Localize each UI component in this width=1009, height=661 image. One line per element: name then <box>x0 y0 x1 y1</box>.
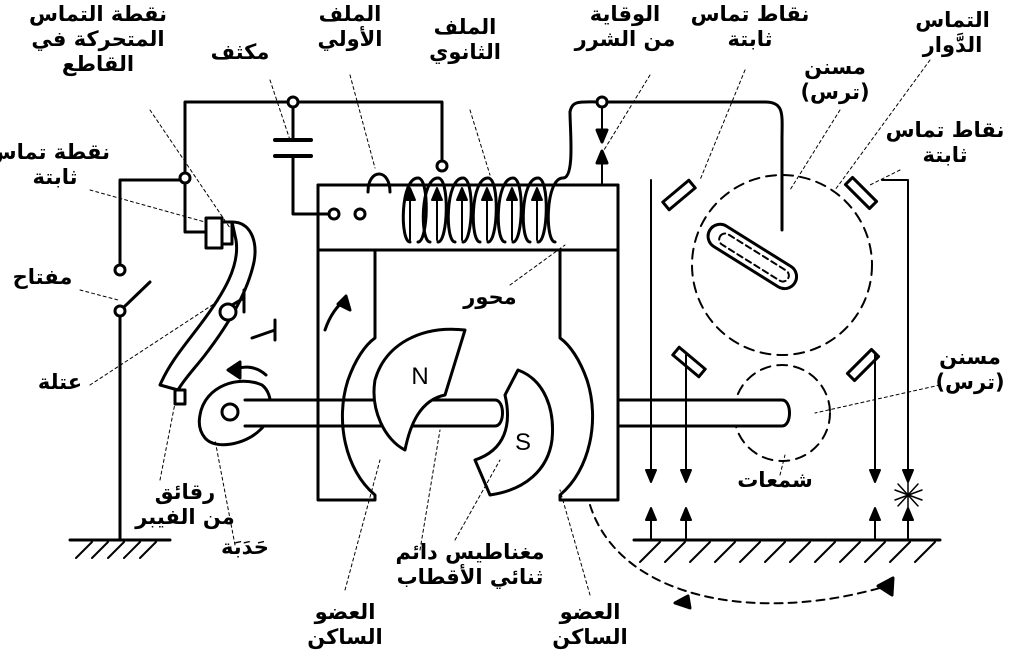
coil-arrows <box>404 187 543 241</box>
spark-icon <box>894 482 923 508</box>
stator-right <box>558 183 620 502</box>
label-fixed-contact-point: نقطة تماس ثابتة <box>0 140 110 189</box>
breaker-contacts <box>204 216 234 250</box>
leader-lines <box>79 59 941 596</box>
coil <box>353 110 573 244</box>
distributor-contacts <box>661 175 881 383</box>
label-gear-bottom: مسنن (ترس) <box>935 345 1005 394</box>
distributor-gear <box>691 174 873 356</box>
plug-leads <box>645 179 914 539</box>
label-fixed-contacts-top: نقاط تماس ثابتة <box>690 2 810 51</box>
label-fiber-block: رقائق من الفيبر <box>135 480 235 529</box>
rotation-arrow <box>589 504 891 605</box>
magnet-n <box>372 327 467 452</box>
pole-s-label: S <box>514 429 531 456</box>
ground-right <box>632 538 942 563</box>
label-capacitor: مكثف <box>210 40 270 64</box>
rotor <box>706 222 799 291</box>
label-spark-gap: الوقاية من الشرر <box>574 2 676 51</box>
label-permanent-magnet: مغناطيس دائم ثنائي الأقطاب <box>395 540 545 589</box>
label-axle: محور <box>463 285 517 309</box>
magnet-s <box>473 368 555 497</box>
pole-n-label: N <box>411 363 429 390</box>
label-cam: حَدَبَة <box>221 535 269 559</box>
ground-left <box>68 538 172 559</box>
label-rotor-contact: التماس الدَّوار <box>915 8 990 57</box>
label-fixed-contacts-right: نقاط تماس ثابتة <box>885 118 1005 167</box>
label-moving-contact: نقطة التماس المتحركة في القاطع <box>28 2 168 76</box>
label-stator-right: العضو الساكن <box>552 600 628 649</box>
label-stator-left: العضو الساكن <box>307 600 383 649</box>
spark-gap <box>568 100 784 232</box>
switch-circuit <box>113 95 449 542</box>
label-primary-coil: الملف الأولي <box>317 2 383 51</box>
label-secondary-coil: الملف الثانوي <box>429 15 501 64</box>
label-spark-plugs: شمعات <box>737 468 813 492</box>
label-gear-top: مسنن (ترس) <box>800 55 870 104</box>
label-lever: عتلة <box>37 370 83 394</box>
capacitor <box>273 105 341 221</box>
label-switch: مفتاح <box>12 265 73 289</box>
stator-left <box>316 183 377 502</box>
driving-gear <box>733 364 831 462</box>
